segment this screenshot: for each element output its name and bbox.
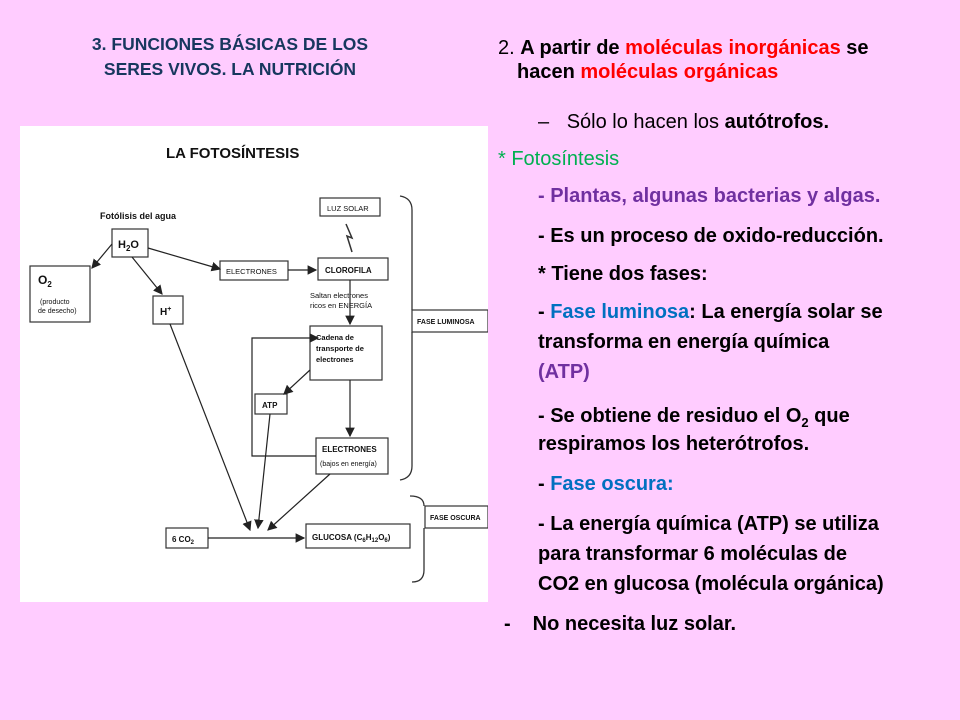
slide-title: 3. FUNCIONES BÁSICAS DE LOS SERES VIVOS.… bbox=[40, 32, 420, 82]
line-luz: -No necesita luz solar. bbox=[504, 612, 736, 636]
title-line-1: 3. FUNCIONES BÁSICAS DE LOS bbox=[91, 34, 369, 54]
o2-note-1: (producto bbox=[40, 299, 70, 306]
solo-dash: – bbox=[538, 111, 550, 133]
cadena-box bbox=[309, 325, 383, 381]
h2o-label: H2O bbox=[118, 239, 139, 253]
lightning-icon bbox=[345, 223, 354, 253]
glucosa-box bbox=[305, 523, 411, 549]
line-luminosa-atp: (ATP) bbox=[538, 361, 590, 383]
luz-solar-label: LUZ SOLAR bbox=[327, 204, 369, 213]
o2-box bbox=[29, 265, 91, 323]
line-oxido: - Es un proceso de oxido-reducción. bbox=[538, 225, 884, 247]
fase-oscura-label: FASE OSCURA bbox=[430, 515, 481, 522]
arrow-atp-glucosa bbox=[254, 413, 271, 530]
oscura-dash: - bbox=[538, 473, 551, 495]
oscura-colon: : bbox=[666, 473, 674, 495]
fase-luminosa-label: FASE LUMINOSA bbox=[417, 319, 475, 326]
line-fotosintesis: * Fotosíntesis bbox=[498, 148, 620, 170]
glucosa-label: GLUCOSA (C6H12O6) bbox=[312, 533, 391, 544]
luz-dash: - bbox=[504, 613, 511, 635]
partir-a: A partir de bbox=[520, 37, 626, 59]
hplus-label: H+ bbox=[160, 306, 171, 318]
fotolisis-label: Fotólisis del agua bbox=[100, 211, 177, 221]
residuo-b: que bbox=[808, 405, 850, 427]
luminosa-dash: - bbox=[538, 301, 551, 323]
atp-box bbox=[254, 393, 288, 415]
fase-oscura-box bbox=[424, 505, 488, 529]
solo-autotrofos: autótrofos. bbox=[724, 111, 830, 133]
luz-solar-box bbox=[319, 197, 381, 217]
partir-num: 2. bbox=[498, 37, 521, 59]
cadena-label-1: Cadena de bbox=[316, 333, 354, 342]
line-luminosa-1: - Fase luminosa: La energía solar se bbox=[538, 300, 883, 324]
bajos-label: (bajos en energía) bbox=[320, 461, 377, 468]
line-residuo-1: - Se obtiene de residuo el O2 que bbox=[538, 404, 850, 435]
diagram-heading: LA FOTOSÍNTESIS bbox=[166, 145, 299, 162]
line-energia-2: para transformar 6 moléculas de bbox=[538, 543, 848, 565]
line-oscura: - Fase oscura: bbox=[538, 472, 674, 496]
line-dos-fases: * Tiene dos fases: bbox=[538, 263, 708, 285]
residuo-sub: 2 bbox=[801, 415, 809, 430]
saltan-label-2: ricos en ENERGÍA bbox=[310, 301, 372, 310]
energia-dash: - bbox=[538, 513, 551, 535]
fase-luminosa-box bbox=[411, 309, 488, 333]
clorofila-box bbox=[317, 257, 389, 281]
line-energia-3: CO2 en glucosa (molécula orgánica) bbox=[538, 573, 884, 595]
hacen-organicas: moléculas orgánicas bbox=[580, 61, 779, 83]
residuo-a: - Se obtiene de residuo el O bbox=[538, 405, 802, 427]
line-solo: – Sólo lo hacen los autótrofos. bbox=[538, 110, 829, 134]
line-partir: 2. A partir de moléculas inorgánicas se bbox=[498, 36, 869, 60]
luminosa-label: Fase luminosa bbox=[550, 301, 690, 323]
oscura-label: Fase oscura bbox=[550, 473, 667, 495]
arrow-h2o-o2 bbox=[91, 243, 113, 269]
o2-label: O2 bbox=[38, 273, 52, 289]
arrow-h2o-hplus bbox=[131, 256, 163, 295]
energia-a: La energía química (ATP) se utiliza bbox=[550, 513, 879, 535]
partir-se: se bbox=[840, 37, 869, 59]
electrones-bottom-box bbox=[315, 437, 389, 475]
hplus-box bbox=[152, 295, 184, 325]
luz-text: No necesita luz solar. bbox=[532, 613, 737, 635]
electrones-top-label: ELECTRONES bbox=[226, 267, 277, 276]
cadena-label-2: transporte de bbox=[316, 344, 364, 353]
luminosa-c: : La energía solar se bbox=[689, 301, 883, 323]
arrow-h2o-electrones bbox=[147, 247, 222, 272]
co2-label: 6 CO2 bbox=[172, 535, 195, 546]
cadena-label-3: electrones bbox=[316, 355, 354, 364]
arrow-loop-electrones bbox=[251, 333, 320, 457]
arrow-electrones-glucosa bbox=[267, 473, 331, 531]
line-plantas: - Plantas, algunas bacterias y algas. bbox=[538, 185, 881, 207]
partir-inorganicas: moléculas inorgánicas bbox=[625, 37, 841, 59]
arrow-hplus-glucosa bbox=[169, 323, 252, 532]
oscura-brace bbox=[409, 495, 425, 583]
hacen-a: hacen bbox=[517, 61, 581, 83]
line-hacen: hacen moléculas orgánicas bbox=[517, 60, 778, 84]
photosynthesis-diagram: LA FOTOSÍNTESIS Fotólisis del agua H2O O… bbox=[20, 126, 488, 602]
h2o-box bbox=[111, 228, 149, 258]
line-luminosa-2: transforma en energía química bbox=[538, 331, 830, 353]
clorofila-label: CLOROFILA bbox=[325, 266, 372, 275]
arrow-cadena-atp bbox=[283, 369, 311, 395]
solo-a: Sólo lo hacen los bbox=[566, 111, 725, 133]
atp-label: ATP bbox=[262, 401, 278, 410]
o2-note-2: de desecho) bbox=[38, 308, 77, 315]
luminosa-brace bbox=[399, 195, 413, 481]
line-residuo-2: respiramos los heterótrofos. bbox=[538, 433, 810, 455]
line-energia-1: - La energía química (ATP) se utiliza bbox=[538, 512, 879, 536]
title-line-2: SERES VIVOS. LA NUTRICIÓN bbox=[103, 59, 357, 79]
electrones-bottom-label: ELECTRONES bbox=[322, 445, 377, 454]
saltan-label-1: Saltan electrones bbox=[310, 291, 368, 300]
